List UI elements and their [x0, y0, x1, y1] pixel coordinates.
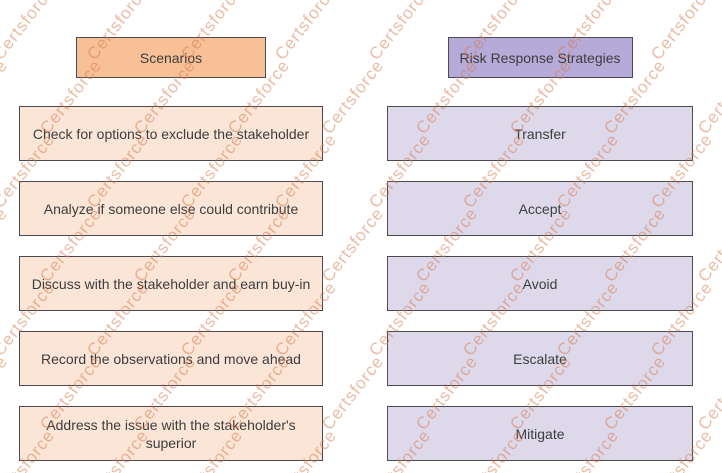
- scenario-box-1[interactable]: Check for options to exclude the stakeho…: [19, 106, 323, 161]
- watermark-text: Certsforce: [318, 56, 388, 138]
- scenario-box-5[interactable]: Address the issue with the stakeholder's…: [19, 406, 323, 461]
- scenario-box-2[interactable]: Analyze if someone else could contribute: [19, 181, 323, 236]
- strategies-column: Risk Response Strategies Transfer Accept…: [387, 37, 693, 473]
- strategy-box-5[interactable]: Mitigate: [387, 406, 693, 461]
- watermark-text: Certsforce: [694, 204, 722, 286]
- watermark-text: Certsforce: [694, 56, 722, 138]
- scenarios-header: Scenarios: [76, 37, 266, 78]
- watermark-text: Certsforce: [318, 204, 388, 286]
- strategies-header: Risk Response Strategies: [447, 37, 633, 78]
- watermark-text: Certsforce: [0, 352, 12, 434]
- strategy-box-4[interactable]: Escalate: [387, 331, 693, 386]
- scenarios-column: Scenarios Check for options to exclude t…: [19, 37, 323, 473]
- strategy-box-2[interactable]: Accept: [387, 181, 693, 236]
- scenario-box-3[interactable]: Discuss with the stakeholder and earn bu…: [19, 256, 323, 311]
- watermark-text: Certsforce: [0, 204, 12, 286]
- watermark-text: Certsforce: [318, 352, 388, 434]
- scenario-box-4[interactable]: Record the observations and move ahead: [19, 331, 323, 386]
- strategy-box-3[interactable]: Avoid: [387, 256, 693, 311]
- strategy-box-1[interactable]: Transfer: [387, 106, 693, 161]
- watermark-text: Certsforce: [0, 56, 12, 138]
- watermark-text: Certsforce: [694, 352, 722, 434]
